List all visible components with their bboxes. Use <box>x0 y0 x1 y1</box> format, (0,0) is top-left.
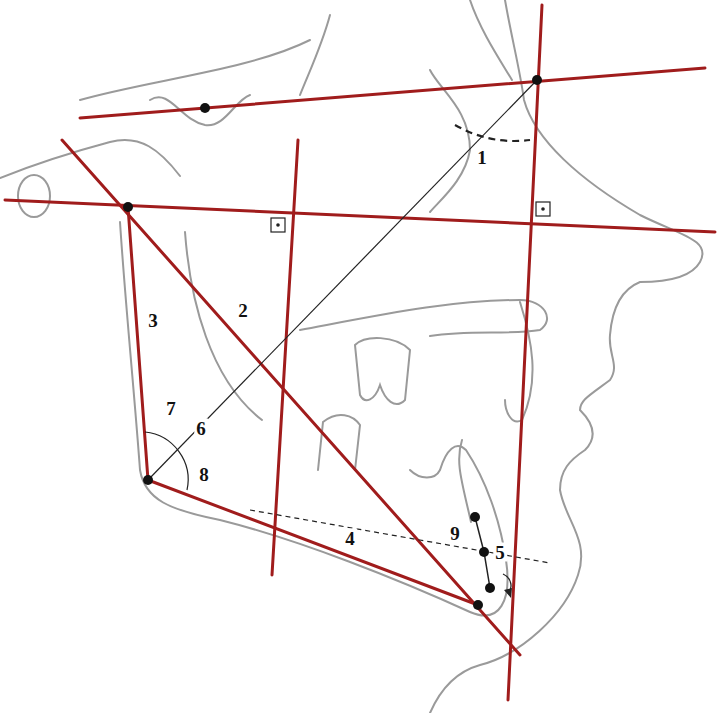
perpendicular-mark <box>271 202 550 232</box>
label-holder: 9 <box>448 524 462 543</box>
incisor-axis <box>475 517 490 588</box>
label-holder: 5 <box>493 543 507 562</box>
label-holder: 1 <box>475 148 489 167</box>
callout-number: 4 <box>343 529 357 548</box>
callout-number: 5 <box>493 543 507 562</box>
label-holder: 2 <box>236 301 250 320</box>
callout-number: 6 <box>194 419 208 438</box>
callout-number: 3 <box>146 311 160 330</box>
callout-number: 7 <box>164 399 178 418</box>
anatomy-outline <box>0 0 703 713</box>
label-holder: 8 <box>197 465 211 484</box>
label-holder: 3 <box>146 311 160 330</box>
label-holder: 4 <box>343 529 357 548</box>
label-holder: 6 <box>194 419 208 438</box>
label-holder: 7 <box>164 399 178 418</box>
callout-number: 9 <box>448 524 462 543</box>
reference-lines <box>5 5 715 700</box>
landmark-dot <box>123 75 542 610</box>
small-arrow <box>503 574 512 598</box>
callout-number: 1 <box>475 148 489 167</box>
thin-line <box>148 80 537 480</box>
angle-arc <box>455 125 530 141</box>
dashed-line <box>250 510 550 563</box>
callout-number: 2 <box>236 301 250 320</box>
callout-number: 8 <box>197 465 211 484</box>
